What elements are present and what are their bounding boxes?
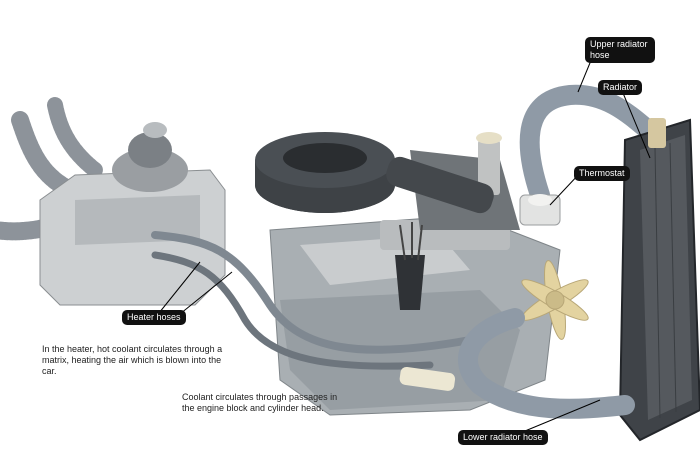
heater-hoses-label: Heater hoses [122,310,186,325]
lower-radiator-hose-label: Lower radiator hose [458,430,548,445]
leader-lines [154,57,651,432]
air-cleaner [255,132,395,213]
thermostat-label: Thermostat [574,166,630,181]
engine-accessories [386,132,502,310]
heater-hose-pipes [151,231,474,370]
thermostat-housing [519,194,561,226]
heater-unit [39,122,226,306]
upper-hose-pipe [519,84,670,205]
cooling-fan [521,260,589,340]
heater-note: In the heater, hot coolant circulates th… [42,344,223,376]
engine-note: Coolant circulates through passages in t… [182,392,338,413]
radiator-label: Radiator [598,80,643,95]
radiator-core [618,118,700,442]
upper-radiator-hose-label: Upper radiator hose [585,37,655,63]
lower-hose-pipe [458,308,635,419]
